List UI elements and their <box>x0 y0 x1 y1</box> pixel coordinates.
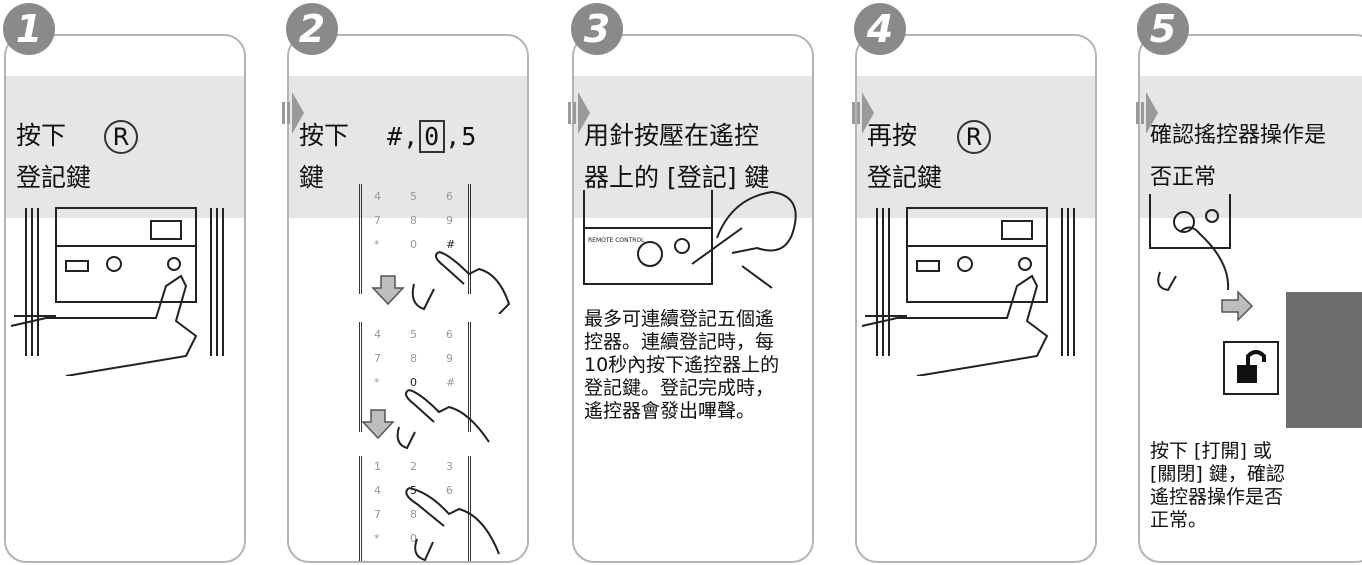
lock-unit-illustration <box>861 207 1075 376</box>
step-title-line2: 否正常 <box>1150 165 1217 190</box>
step-1: 1 按下 R 登記鍵 <box>0 0 250 565</box>
step-title-line1: 用針按壓在遙控 <box>584 121 760 150</box>
keypad-panel: 4 5 6 7 8 9 * 0 # <box>359 322 471 432</box>
step-title-line1: 按下 <box>16 121 67 150</box>
step-title-line2: 登記鍵 <box>16 163 92 192</box>
step-number: 1 <box>15 7 43 51</box>
step-5: 5 確認搖控器操作是 否正常 按下 [打開] 或 [關閉] 鍵，確認 遙控器操作… <box>1134 0 1362 565</box>
next-arrow-icon <box>852 92 874 134</box>
remote-and-lock-illustration <box>1149 194 1362 428</box>
key-sequence: #,0,5 <box>387 120 478 153</box>
step-body: 按下 [打開] 或 [關閉] 鍵，確認 遙控器操作是否 正常。 <box>1150 440 1285 531</box>
step-card: 確認搖控器操作是 否正常 按下 [打開] 或 [關閉] 鍵，確認 遙控器操作是否… <box>1138 34 1362 563</box>
step-card: 按下 #,0,5 鍵 4 5 6 7 8 9 * 0 # 4 <box>287 34 529 563</box>
device-label: REMOTE CONTROL <box>588 237 645 244</box>
step-header: 再按 R 登記鍵 <box>857 76 1095 218</box>
step-number: 3 <box>583 7 611 51</box>
step-body: 最多可連續登記五個遙 控器。連續登記時，每 10秒內按下遙控器上的 登記鍵。登記… <box>584 308 780 422</box>
step-badge-3 <box>571 3 623 55</box>
step-title-line2: 鍵 <box>299 163 325 192</box>
hand-press-five-illustration <box>405 487 500 561</box>
step-badge-2 <box>286 3 338 55</box>
next-arrow-icon <box>568 92 590 134</box>
next-arrow-icon <box>282 92 304 134</box>
register-button-symbol: R <box>957 120 991 154</box>
step-header: 按下 #,0,5 鍵 <box>289 76 527 218</box>
keypad-panel: 4 5 6 7 8 9 * 0 # <box>359 184 471 294</box>
down-arrow-icon <box>361 409 395 440</box>
step-card: 用針按壓在遙控 器上的 [登記] 鍵 REMOTE CONTROL 最多可連續登… <box>572 34 814 563</box>
step-card: 再按 R 登記鍵 <box>855 34 1097 563</box>
step-header: 確認搖控器操作是 否正常 <box>1140 76 1362 218</box>
step-number: 5 <box>1149 7 1177 51</box>
step-badge-1 <box>3 3 55 55</box>
step-header: 用針按壓在遙控 器上的 [登記] 鍵 <box>574 76 812 218</box>
hand-press-hash-illustration <box>411 251 511 314</box>
step-title-line1: 按下 <box>299 121 350 150</box>
down-arrow-icon <box>371 275 405 306</box>
step-number: 4 <box>866 7 894 51</box>
step-title-line2: 登記鍵 <box>867 163 943 192</box>
keypad-panel: 1 2 3 4 5 6 7 8 * 0 <box>359 456 471 561</box>
step-title-line2: 器上的 [登記] 鍵 <box>584 163 770 192</box>
step-2: 2 按下 #,0,5 鍵 4 5 6 7 8 9 * 0 # <box>283 0 533 565</box>
step-header: 按下 R 登記鍵 <box>6 76 244 218</box>
step-3: 3 用針按壓在遙控 器上的 [登記] 鍵 REMOTE CONTROL 最多可連… <box>568 0 818 565</box>
step-badge-4 <box>854 3 906 55</box>
step-title-line1: 再按 <box>867 121 918 150</box>
step-number: 2 <box>298 7 326 51</box>
lock-unit-illustration <box>10 207 224 376</box>
step-badge-5 <box>1137 3 1189 55</box>
hand-press-zero-illustration <box>396 389 490 450</box>
step-title-line1: 確認搖控器操作是 <box>1150 123 1327 148</box>
remote-control-illustration: REMOTE CONTROL <box>583 190 797 289</box>
step-card: 按下 R 登記鍵 <box>4 34 246 563</box>
next-arrow-icon <box>1136 92 1158 134</box>
register-button-symbol: R <box>104 120 138 154</box>
step-4: 4 再按 R 登記鍵 <box>851 0 1101 565</box>
